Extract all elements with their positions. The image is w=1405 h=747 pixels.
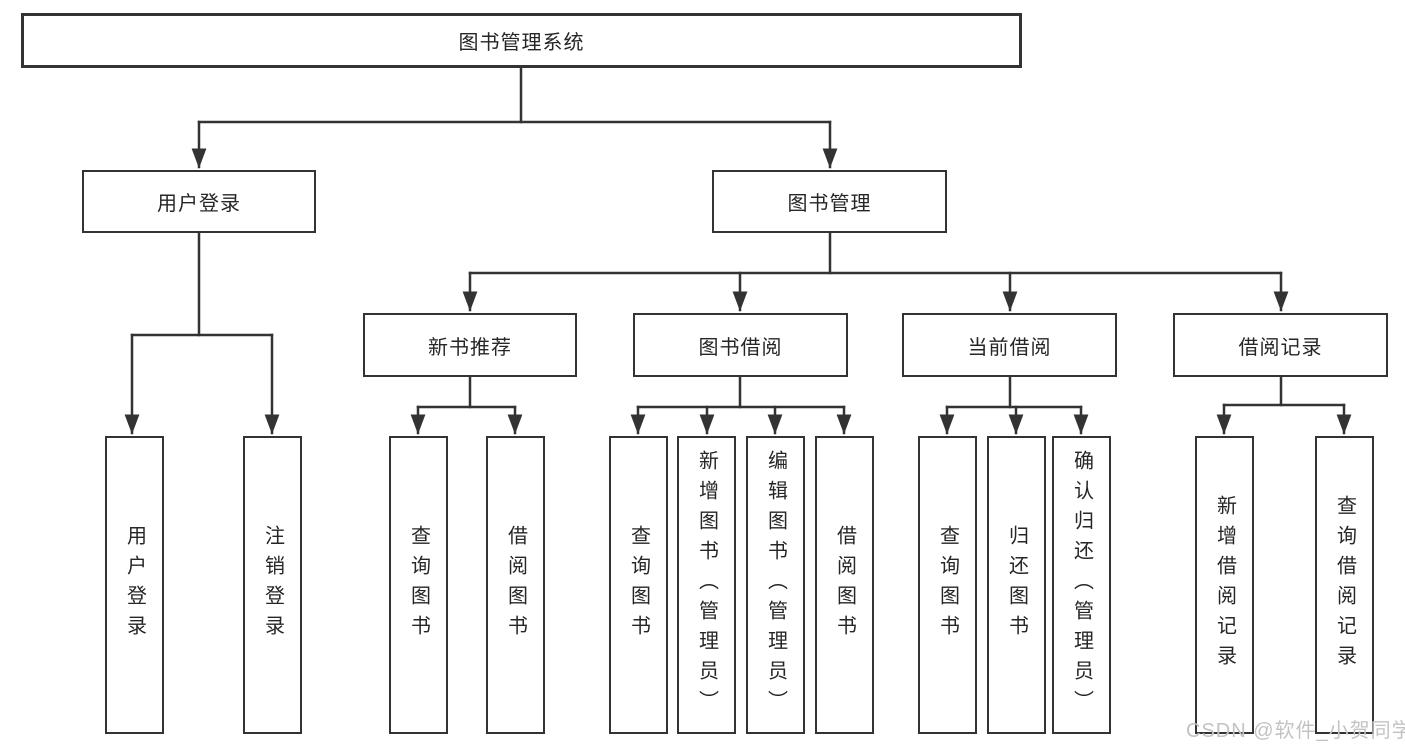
leaf-add-borrow-record-label: 新增借阅记录 <box>1213 495 1236 675</box>
leaf-borrow-books-label: 借阅图书 <box>833 525 856 645</box>
leaf-edit-books-admin: 编辑图书（管理员） <box>746 436 805 734</box>
leaf-logout-label: 注销登录 <box>261 525 284 645</box>
leaf-query-books-current: 查询图书 <box>918 436 977 734</box>
leaf-user-login: 用户登录 <box>105 436 164 734</box>
leaf-return-books: 归还图书 <box>987 436 1046 734</box>
node-book-borrowing: 图书借阅 <box>633 313 848 377</box>
node-library-management-system: 图书管理系统 <box>21 13 1022 68</box>
leaf-add-books-admin: 新增图书（管理员） <box>677 436 736 734</box>
node-user-login: 用户登录 <box>82 170 316 233</box>
leaf-query-borrow-record-label: 查询借阅记录 <box>1333 495 1356 675</box>
leaf-query-books-recommend-label: 查询图书 <box>407 525 430 645</box>
leaf-query-books-current-label: 查询图书 <box>936 525 959 645</box>
leaf-add-books-admin-label: 新增图书（管理员） <box>695 450 718 720</box>
csdn-watermark: CSDN @软件_小贺同学 <box>1186 720 1405 742</box>
leaf-borrow-books: 借阅图书 <box>815 436 874 734</box>
leaf-query-borrow-record: 查询借阅记录 <box>1315 436 1374 734</box>
node-book-management: 图书管理 <box>712 170 947 233</box>
leaf-user-login-label: 用户登录 <box>123 525 146 645</box>
leaf-confirm-return-admin-label: 确认归还（管理员） <box>1070 450 1093 720</box>
node-current-borrowing: 当前借阅 <box>902 313 1117 377</box>
node-borrowing-records: 借阅记录 <box>1173 313 1388 377</box>
leaf-confirm-return-admin: 确认归还（管理员） <box>1052 436 1111 734</box>
leaf-query-books-recommend: 查询图书 <box>389 436 448 734</box>
leaf-query-books-borrowing-label: 查询图书 <box>627 525 650 645</box>
node-new-book-recommendation: 新书推荐 <box>363 313 577 377</box>
leaf-edit-books-admin-label: 编辑图书（管理员） <box>764 450 787 720</box>
leaf-return-books-label: 归还图书 <box>1005 525 1028 645</box>
leaf-borrow-books-recommend-label: 借阅图书 <box>504 525 527 645</box>
leaf-borrow-books-recommend: 借阅图书 <box>486 436 545 734</box>
leaf-add-borrow-record: 新增借阅记录 <box>1195 436 1254 734</box>
leaf-query-books-borrowing: 查询图书 <box>609 436 668 734</box>
leaf-logout: 注销登录 <box>243 436 302 734</box>
